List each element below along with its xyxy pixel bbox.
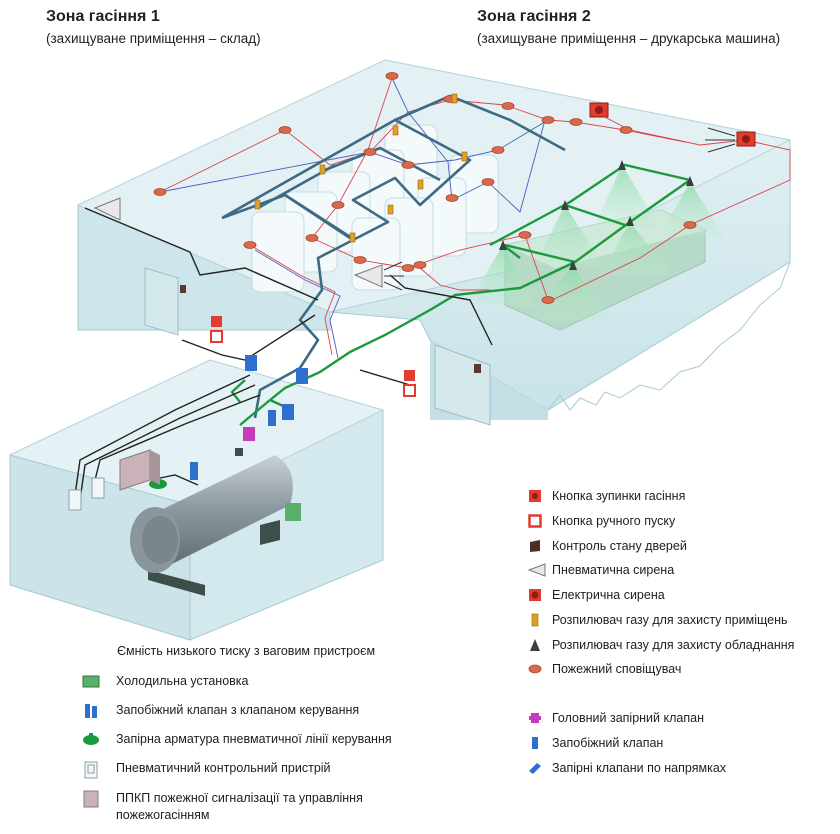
fire-detector-icon <box>528 664 542 674</box>
room-nozzle-icon <box>531 613 539 627</box>
pneumatic-control-device-icon <box>84 761 98 779</box>
safety-valve-icon <box>532 737 538 749</box>
legend-label: Контроль стану дверей <box>552 539 687 553</box>
legend-label: Розпилювач газу для захисту приміщень <box>552 613 788 627</box>
pneumatic-devices <box>68 477 105 511</box>
legend-tank: Ємність низького тиску з ваговим пристро… <box>117 644 375 658</box>
valve-cluster <box>149 355 308 489</box>
low-pressure-tank <box>130 448 301 596</box>
legend-label: Запірні клапани по напрямках <box>552 761 727 775</box>
doors <box>144 267 491 426</box>
zone-1-subtitle: (захищуване приміщення – склад) <box>46 31 261 46</box>
electric-sirens <box>589 102 756 153</box>
control-cables <box>74 207 493 501</box>
main-gas-pipe <box>221 94 566 419</box>
directional-valves-icon <box>529 763 541 774</box>
legend-label: Пожежний сповіщувач <box>552 662 682 676</box>
legend-label: Електрична сирена <box>552 588 665 602</box>
pneumatic-shutoff-icon <box>83 733 99 745</box>
pneumatic-siren-icon <box>528 563 546 577</box>
fire-detectors <box>153 72 697 304</box>
equipment-nozzle-icon <box>530 639 540 651</box>
equipment-nozzles <box>499 160 694 270</box>
legend-label: Пневматичний контрольний пристрій <box>116 761 331 775</box>
stop-button-icon <box>529 490 541 502</box>
pneumatic-sirens <box>93 197 404 291</box>
legend-label: Холодильна установка <box>116 674 249 688</box>
legend-label: Розпилювач газу для захисту обладнання <box>552 638 795 652</box>
room-nozzles <box>254 93 468 243</box>
wall-buttons <box>210 316 416 397</box>
zone-1-title: Зона гасіння 1 <box>46 8 160 25</box>
control-panel <box>119 449 160 491</box>
zone-2-subtitle: (захищуване приміщення – друкарська маши… <box>477 31 781 46</box>
legend-label: Кнопка ручного пуску <box>552 514 676 528</box>
zone-2-title: Зона гасіння 2 <box>477 8 591 25</box>
door-monitor-icon <box>530 540 540 552</box>
legend-label: Пневматична сирена <box>552 563 675 577</box>
manual-start-button-icon <box>528 514 542 528</box>
legend-label: Головний запірний клапан <box>552 711 704 725</box>
refrigeration-unit-icon <box>82 675 100 688</box>
safety-control-valve-icon <box>85 704 97 718</box>
legend-label: Кнопка зупинки гасіння <box>552 489 686 503</box>
legend-label: Ємність низького тиску з ваговим пристро… <box>117 644 376 658</box>
legend-label: Запірна арматура пневматичної лінії керу… <box>116 732 392 746</box>
control-panel-icon <box>83 790 99 808</box>
electric-siren-icon <box>529 589 541 601</box>
legend-label: ППКП пожежної сигналізації та управління… <box>116 791 363 822</box>
legend-label: Запобіжний клапан <box>552 736 664 750</box>
main-shutoff-valve-icon <box>529 713 541 723</box>
storage-cylinders <box>251 124 499 293</box>
legend-label: Запобіжний клапан з клапаном керування <box>116 703 360 717</box>
